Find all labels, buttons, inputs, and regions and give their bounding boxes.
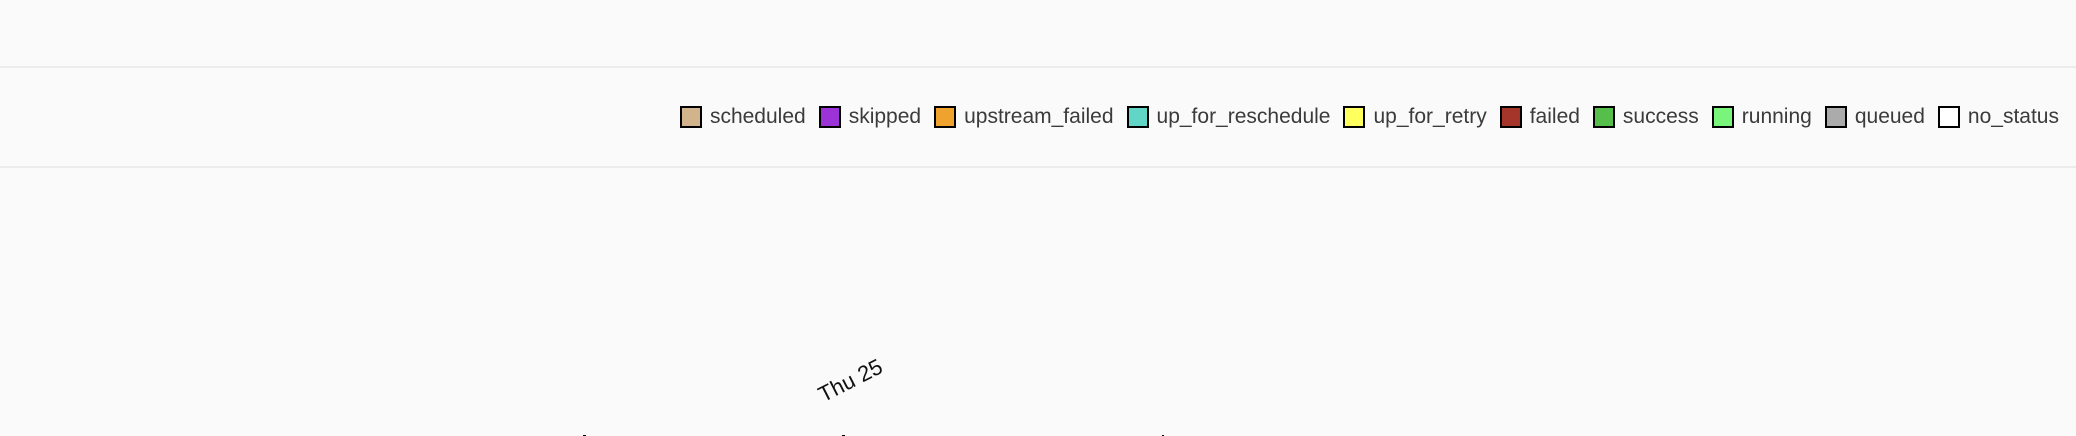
legend-label: queued [1854, 105, 1925, 128]
legend-label: up_for_reschedule [1156, 105, 1331, 128]
legend-item-failed: failed [1499, 105, 1580, 129]
legend-label: up_for_retry [1373, 105, 1487, 128]
legend-item-scheduled: scheduled [679, 105, 806, 129]
running-swatch-icon [1711, 106, 1734, 128]
top-toolbar-strip [0, 0, 2076, 68]
legend-label: running [1741, 105, 1812, 128]
scheduled-swatch-icon [679, 106, 702, 128]
legend-item-up_for_reschedule: up_for_reschedule [1126, 105, 1331, 129]
axis-tick-label: Thu 25 [814, 353, 887, 408]
legend-item-running: running [1711, 105, 1812, 129]
legend-item-success: success [1592, 105, 1699, 129]
no_status-swatch-icon [1937, 106, 1960, 128]
legend-label: no_status [1967, 105, 2059, 128]
skipped-swatch-icon [818, 106, 841, 128]
success-swatch-icon [1592, 106, 1615, 128]
legend-item-up_for_retry: up_for_retry [1343, 105, 1487, 129]
status-timeline-chart: Thu 25 [0, 170, 2076, 436]
legend-label: failed [1529, 105, 1580, 128]
status-legend: scheduled skipped upstream_failed up_for_re… [0, 68, 2076, 168]
legend-item-no_status: no_status [1937, 105, 2059, 129]
up_for_retry-swatch-icon [1343, 106, 1366, 128]
legend-label: upstream_failed [964, 105, 1114, 128]
legend-item-upstream_failed: upstream_failed [934, 105, 1114, 129]
legend-item-queued: queued [1824, 105, 1925, 129]
up_for_reschedule-swatch-icon [1126, 106, 1149, 128]
legend-item-skipped: skipped [818, 105, 922, 129]
queued-swatch-icon [1824, 106, 1847, 128]
failed-swatch-icon [1499, 106, 1522, 128]
legend-label: success [1622, 105, 1699, 128]
legend-label: scheduled [709, 105, 806, 128]
legend-label: skipped [848, 105, 922, 128]
upstream_failed-swatch-icon [934, 106, 957, 128]
